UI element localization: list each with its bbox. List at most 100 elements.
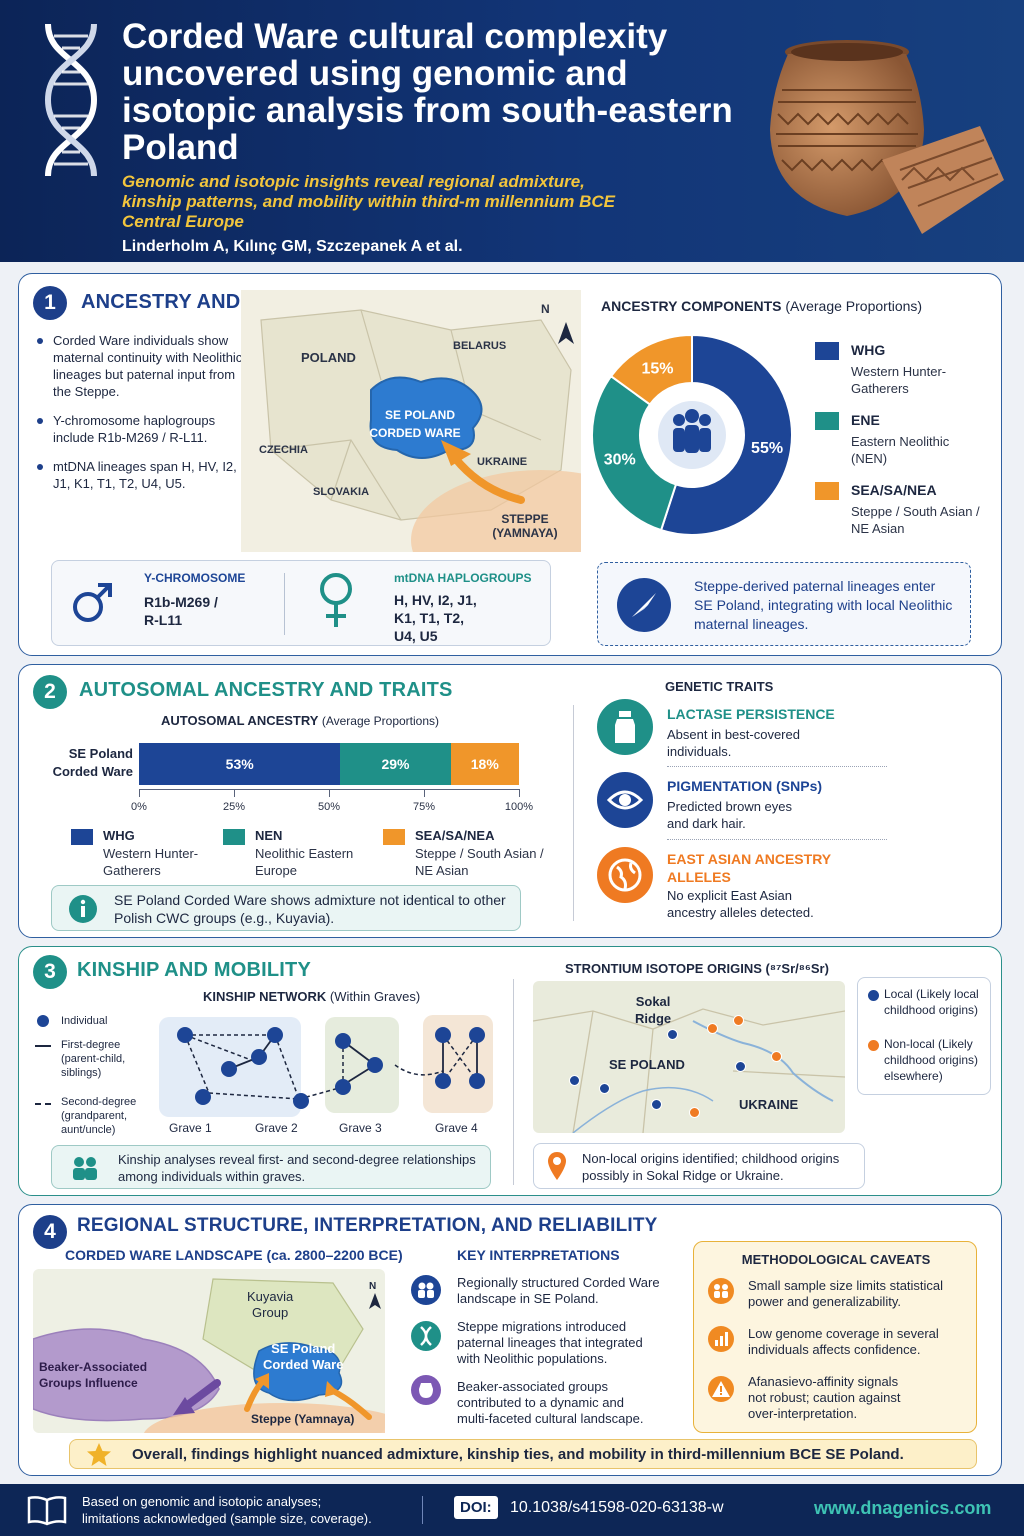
section-title: REGIONAL STRUCTURE, INTERPRETATION, AND …	[77, 1215, 658, 1236]
local-sample-point	[651, 1099, 662, 1110]
page-title: Corded Ware cultural complexity uncovere…	[122, 17, 733, 167]
bar-segment: 29%	[340, 743, 451, 785]
bar-chart-icon	[715, 1332, 728, 1346]
legend-name: WHG	[103, 828, 135, 843]
section-number: 1	[33, 286, 67, 320]
second-degree-line-icon	[35, 1103, 51, 1105]
legend-desc: Western Hunter-Gatherers	[103, 846, 199, 878]
donut-title: ANCESTRY COMPONENTS (Average Proportions…	[601, 298, 923, 314]
migration-note: Steppe-derived paternal lineages enter S…	[597, 562, 971, 646]
globe-icon	[608, 858, 642, 892]
legend-name: ENE	[851, 412, 880, 428]
kinship-network	[177, 1027, 485, 1109]
map-label-ukraine: UKRAINE	[739, 1097, 799, 1112]
header: Corded Ware cultural complexity uncovere…	[0, 0, 1024, 262]
interp-icon-bg	[411, 1375, 441, 1405]
website-link[interactable]: www.dnagenics.com	[814, 1498, 992, 1518]
eye-icon	[606, 790, 644, 810]
north-label: N	[541, 302, 550, 316]
section-ancestry: 1 ANCESTRY AND MIGRATIONS Corded Ware in…	[18, 273, 1002, 656]
local-dot-icon	[868, 990, 879, 1001]
divider	[284, 573, 285, 635]
grave-label: Grave 2	[255, 1121, 298, 1135]
axis-tick-label: 75%	[412, 801, 436, 813]
bar-chart-title: AUTOSOMAL ANCESTRY (Average Proportions)	[161, 713, 440, 728]
nonlocal-sample-point	[771, 1051, 782, 1062]
local-sample-point	[599, 1083, 610, 1094]
location-pin-icon	[548, 1152, 566, 1180]
legend-desc: Steppe / South Asian /NE Asian	[851, 504, 980, 536]
bar-segment: 18%	[450, 743, 519, 785]
map-label-czechia: CZECHIA	[259, 444, 308, 456]
caveats-box: METHODOLOGICAL CAVEATS Small sample size…	[693, 1241, 977, 1433]
trait-icon-bg	[597, 847, 653, 903]
dna-icon	[44, 23, 98, 177]
interp-icon-bg	[411, 1275, 441, 1305]
people-icon	[673, 409, 711, 453]
ychrom-head: Y-CHROMOSOME	[144, 571, 246, 585]
doi-link[interactable]: 10.1038/s41598-020-63138-w	[510, 1499, 724, 1516]
trait-name: LACTASE PERSISTENCE	[667, 706, 835, 722]
nonlocal-dot-icon	[868, 1040, 879, 1051]
trait-name: PIGMENTATION (SNPs)	[667, 778, 823, 794]
star-icon	[87, 1443, 111, 1466]
male-symbol-icon	[73, 583, 112, 622]
migration-map	[241, 290, 581, 552]
divider	[422, 1496, 423, 1524]
doi-label: DOI:	[454, 1496, 498, 1519]
legend-individual: Individual	[61, 1015, 108, 1027]
legend-swatch-ene	[815, 412, 839, 430]
legend-desc: Eastern Neolithic(NEN)	[851, 434, 950, 466]
legend-first-degree: First-degree(parent-child,siblings)	[61, 1039, 126, 1079]
local-sample-point	[735, 1061, 746, 1072]
divider	[573, 705, 574, 921]
donut-slice-label: 15%	[641, 360, 673, 377]
axis-tick	[234, 789, 235, 797]
section-regional: 4 REGIONAL STRUCTURE, INTERPRETATION, AN…	[18, 1204, 1002, 1476]
kinship-title: KINSHIP NETWORK (Within Graves)	[203, 989, 421, 1004]
grave-label: Grave 4	[435, 1121, 478, 1135]
nonlocal-sample-point	[707, 1023, 718, 1034]
north-arrow-icon	[558, 322, 574, 344]
bullet-item: Corded Ware individuals show maternal co…	[35, 332, 255, 400]
isotope-note: Non-local origins identified; childhood …	[533, 1143, 865, 1189]
legend-name: NEN	[255, 828, 283, 843]
mtdna-value: H, HV, I2, J1,K1, T1, T2,U4, U5	[394, 592, 477, 644]
legend-name: SEA/SA/NEA	[851, 482, 937, 498]
book-icon	[27, 1496, 67, 1526]
legend-second-degree: Second-degree(grandparent,aunt/uncle)	[61, 1096, 137, 1136]
axis-tick-label: 100%	[504, 801, 534, 813]
group-icon	[418, 1282, 434, 1298]
interp-title: KEY INTERPRETATIONS	[457, 1247, 620, 1263]
interp-icon-bg	[411, 1321, 441, 1351]
ancestry-donut-chart: 55%30%15%	[591, 333, 793, 536]
ancestry-bullets: Corded Ware individuals show maternal co…	[35, 332, 255, 504]
ychrom-value: R1b-M269 /R-L11	[144, 594, 218, 628]
beaker-pot-icon	[419, 1383, 433, 1398]
footer-basis: Based on genomic and isotopic analyses;l…	[82, 1494, 372, 1526]
north-label: N	[369, 1281, 377, 1292]
axis-tick	[424, 789, 425, 797]
axis-tick	[329, 789, 330, 797]
map-label-region: SE POLAND CORDED WARE	[369, 408, 461, 440]
trait-icon-bg	[597, 699, 653, 755]
milk-bottle-icon	[615, 711, 635, 743]
x-axis	[139, 789, 519, 790]
axis-tick	[139, 789, 140, 797]
dna-small-icon	[420, 1326, 432, 1346]
map-label-slovakia: SLOVAKIA	[313, 486, 370, 498]
map-label-ukraine: UKRAINE	[477, 456, 528, 468]
legend-swatch-nen	[223, 829, 245, 845]
nonlocal-sample-point	[689, 1107, 700, 1118]
grave-label: Grave 3	[339, 1121, 382, 1135]
local-sample-point	[667, 1029, 678, 1040]
arrow-compass-icon	[617, 578, 671, 632]
donut-slice-label: 55%	[751, 440, 783, 457]
